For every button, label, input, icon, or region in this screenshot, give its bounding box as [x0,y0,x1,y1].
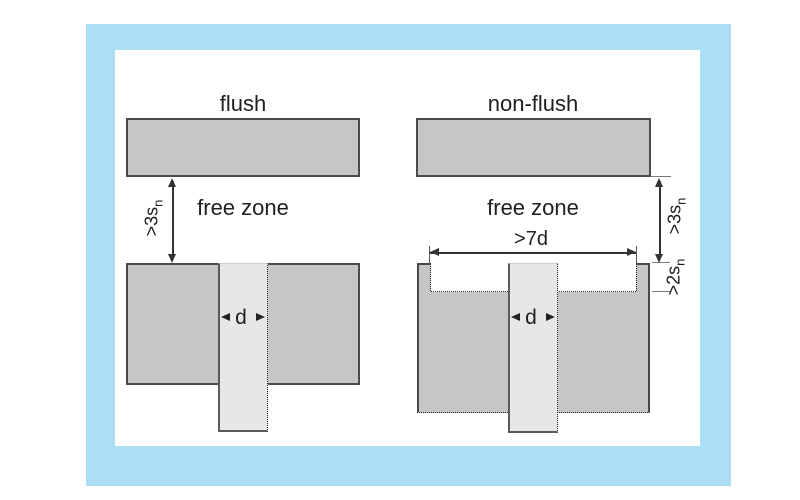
recess-depth-dim-subscript: n [672,258,688,266]
recess-depth-dim-text: >2s [663,265,684,296]
arrowhead-left-icon [511,313,520,321]
arrowhead-right-icon [256,313,265,321]
flush-sensor-body [218,263,268,432]
flush-clearance-dim-label: >3sn [141,199,168,237]
clearance-dim-text: >3s [141,206,162,237]
nonflush-clearance-dim-label: >3sn [664,197,691,235]
clearance-dim-text: >3s [664,204,685,235]
nonflush-diameter-label: d [525,306,537,329]
recess-depth-ext-bottom [652,291,670,292]
flush-diameter-label: d [235,306,247,329]
clearance-dim-subscript: n [150,199,166,207]
clearance-dim-subscript: n [673,197,689,205]
nonflush-free-zone-label: free zone [487,195,579,220]
nonflush-block-left-rim [417,263,431,293]
flush-title: flush [219,91,267,116]
flush-target-plate [126,118,360,177]
recess-width-dim-label: >7d [514,228,548,250]
flush-clearance-dim-line [172,181,174,257]
arrowhead-right-icon [627,248,636,256]
nonflush-title: non-flush [487,91,579,116]
nonflush-block-right-rim [636,263,650,293]
arrowhead-right-icon [546,313,555,321]
arrowhead-up-icon [655,178,663,187]
nonflush-sensor-body [508,263,558,433]
plate-extension-line [651,176,671,177]
recess-width-ext-tick-left [429,246,430,263]
recess-width-ext-tick-right [636,246,637,263]
arrowhead-up-icon [168,178,176,187]
nonflush-target-plate [416,118,651,177]
arrowhead-down-icon [655,254,663,263]
recess-depth-dim-label: >2sn [663,258,690,296]
flush-free-zone-label: free zone [197,195,289,220]
arrowhead-down-icon [168,254,176,263]
nonflush-clearance-dim-line [659,181,661,257]
arrowhead-left-icon [430,248,439,256]
arrowhead-left-icon [221,313,230,321]
recess-width-dim-line [430,252,636,254]
